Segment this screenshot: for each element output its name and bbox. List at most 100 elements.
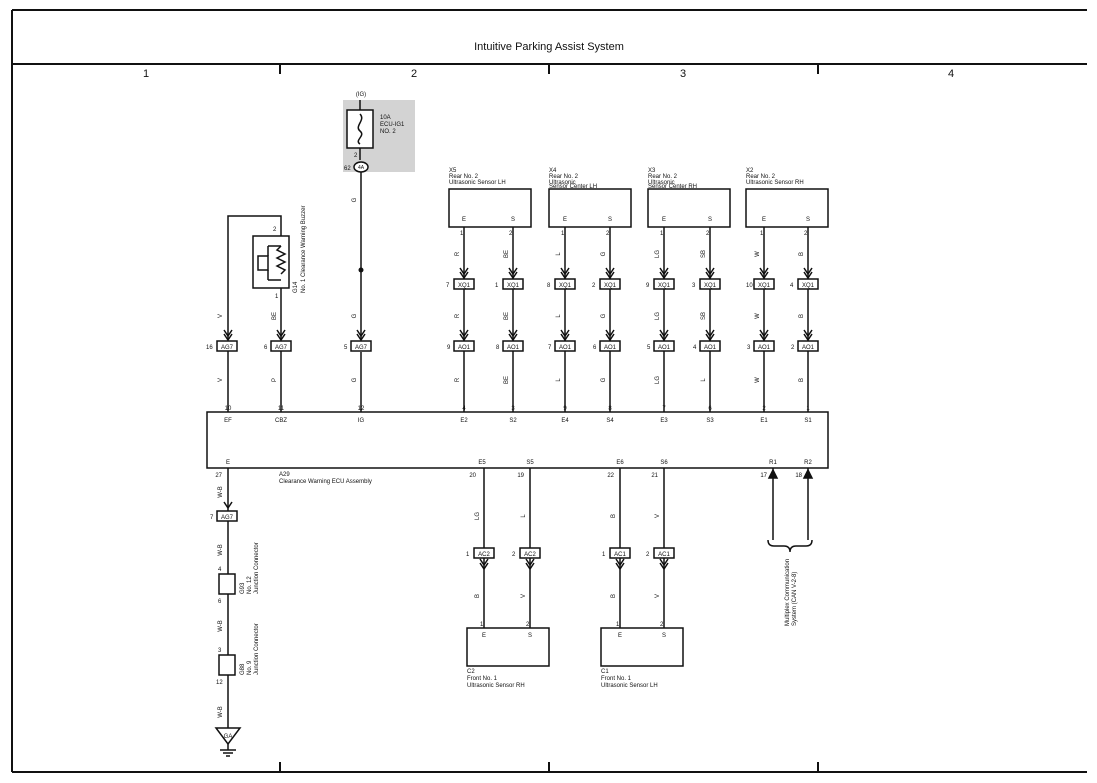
wire-color: V	[655, 594, 661, 598]
ecu-pin-group: 10EF11CBZ12IG4E23S29E48S47E36S32E11S1E27…	[215, 406, 812, 479]
rear-sensor-ref: X4	[549, 168, 557, 174]
ecu-top-pin-number: 6	[708, 406, 712, 412]
wire-ef-lower: V	[218, 378, 224, 382]
buzzer-pin-top: 2	[273, 227, 277, 233]
ecu-top-pin-label: CBZ	[275, 418, 287, 424]
wire-ig-mid: G	[352, 313, 358, 318]
ac-pin: 2	[646, 552, 650, 558]
g93-pin-top: 4	[218, 567, 222, 573]
ground-label: GA	[224, 734, 233, 740]
wire-color: BE	[504, 376, 510, 384]
xq1-pin: 8	[547, 283, 551, 289]
xq1-chevron	[759, 267, 769, 280]
wire-color: W	[755, 313, 761, 319]
ao1-pin: 8	[496, 345, 500, 351]
ecu-top-pin-number: 2	[762, 406, 766, 412]
ecu-top-pin-label: E3	[660, 418, 668, 424]
wire-color: LG	[655, 312, 661, 320]
ao1-label: AO1	[758, 345, 771, 351]
front-sensor-pin: 1	[616, 622, 620, 628]
diagram-title: Intuitive Parking Assist System	[474, 41, 624, 53]
rear-pin-e-label: E	[563, 217, 567, 223]
ecu-bottom-pin-number: 18	[795, 473, 802, 479]
wire-color: B	[799, 314, 805, 318]
ac1-label: AC1	[614, 552, 626, 558]
column-2: 2	[411, 68, 417, 80]
front-sensor-name: Front No. 1	[601, 676, 632, 682]
front-sensor-ref: C2	[467, 669, 475, 675]
wire-gnd-4: W-B	[218, 706, 224, 718]
front-pin-label: E	[482, 633, 486, 639]
wire-color: R	[455, 377, 461, 382]
ecu-top-pin-label: S4	[606, 418, 614, 424]
xq1-pin: 2	[592, 283, 596, 289]
ecu-top-pin-number: 12	[358, 406, 365, 412]
xq1-chevron	[705, 267, 715, 280]
g93-pin-bottom: 6	[218, 599, 222, 605]
fuse-block	[343, 100, 415, 173]
xq1-label: XQ1	[559, 283, 572, 289]
ecu-top-pin-label: EF	[224, 418, 232, 424]
rear-sensor-pin: 1	[460, 231, 464, 237]
ac-pin: 1	[602, 552, 606, 558]
rear-sensor-box	[448, 188, 532, 228]
ag7-ig-pin: 5	[344, 345, 348, 351]
ac-pin: 1	[466, 552, 470, 558]
rear-sensor-pin: 2	[509, 231, 513, 237]
ao1-pin: 6	[593, 345, 597, 351]
g88-name: No. 9	[247, 660, 253, 675]
wire-color: LG	[475, 512, 481, 520]
front-pin-label: S	[662, 633, 666, 639]
g93-name: No. 12	[247, 576, 253, 594]
rear-sensor-name: Rear No. 2	[449, 174, 479, 180]
ecu-top-pin-label: E1	[760, 418, 768, 424]
ecu-bottom-pin-number: 20	[469, 473, 476, 479]
buzzer	[227, 215, 290, 340]
rear-sensor-sub: Ultrasonic	[549, 180, 576, 186]
xq1-chevron	[508, 267, 518, 280]
rear-sensor-pin: 1	[660, 231, 664, 237]
ecu-top-pin-number: 1	[806, 406, 810, 412]
xq1-label: XQ1	[507, 283, 520, 289]
rear-pin-s-label: S	[608, 217, 612, 223]
can-lines	[767, 468, 814, 553]
ecu-top-pin-number: 8	[608, 406, 612, 412]
front-sensor-name2: Ultrasonic Sensor RH	[467, 683, 525, 689]
ac2-label: AC2	[478, 552, 490, 558]
g93-ref: G93	[240, 582, 246, 594]
fuse-power: (IG)	[356, 92, 366, 98]
g88-pin-top: 3	[218, 648, 222, 654]
ao1-chevron	[705, 329, 715, 342]
ao1-chevron	[605, 329, 615, 342]
front-sensor-pin: 2	[526, 622, 530, 628]
wire-color: BE	[504, 250, 510, 258]
buzzer-ref: G14	[293, 281, 299, 293]
rear-sensor-ref: X3	[648, 168, 656, 174]
buzzer-pin-bottom: 1	[275, 294, 279, 300]
wire-color: B	[611, 594, 617, 598]
fuse-rating: 10A	[380, 115, 391, 121]
ac1-label: AC1	[658, 552, 670, 558]
ao1-pin: 4	[693, 345, 697, 351]
rear-sensor-name: Rear No. 2	[648, 174, 678, 180]
can-label: Multiplex Communication	[785, 559, 791, 626]
fuse-number: NO. 2	[380, 129, 396, 135]
fuse-name: ECU-IG1	[380, 122, 405, 128]
ao1-label: AO1	[704, 345, 717, 351]
ag7-ef-label: AG7	[221, 345, 234, 351]
xq1-chevron	[659, 267, 669, 280]
wire-ef-upper: V	[218, 314, 224, 318]
rear-sensor-ref: X5	[449, 168, 457, 174]
column-3: 3	[680, 68, 686, 80]
wire-color: W	[755, 377, 761, 383]
ecu-top-pin-number: 7	[662, 406, 666, 412]
rear-pin-s-label: S	[511, 217, 515, 223]
wire-color: L	[701, 378, 707, 382]
ao1-pin: 3	[747, 345, 751, 351]
rear-sensor-box	[548, 188, 632, 228]
rear-sensor-box	[647, 188, 731, 228]
rear-pin-s-label: S	[708, 217, 712, 223]
ecu-top-pin-label: E4	[561, 418, 569, 424]
front-sensor-name2: Ultrasonic Sensor LH	[601, 683, 658, 689]
